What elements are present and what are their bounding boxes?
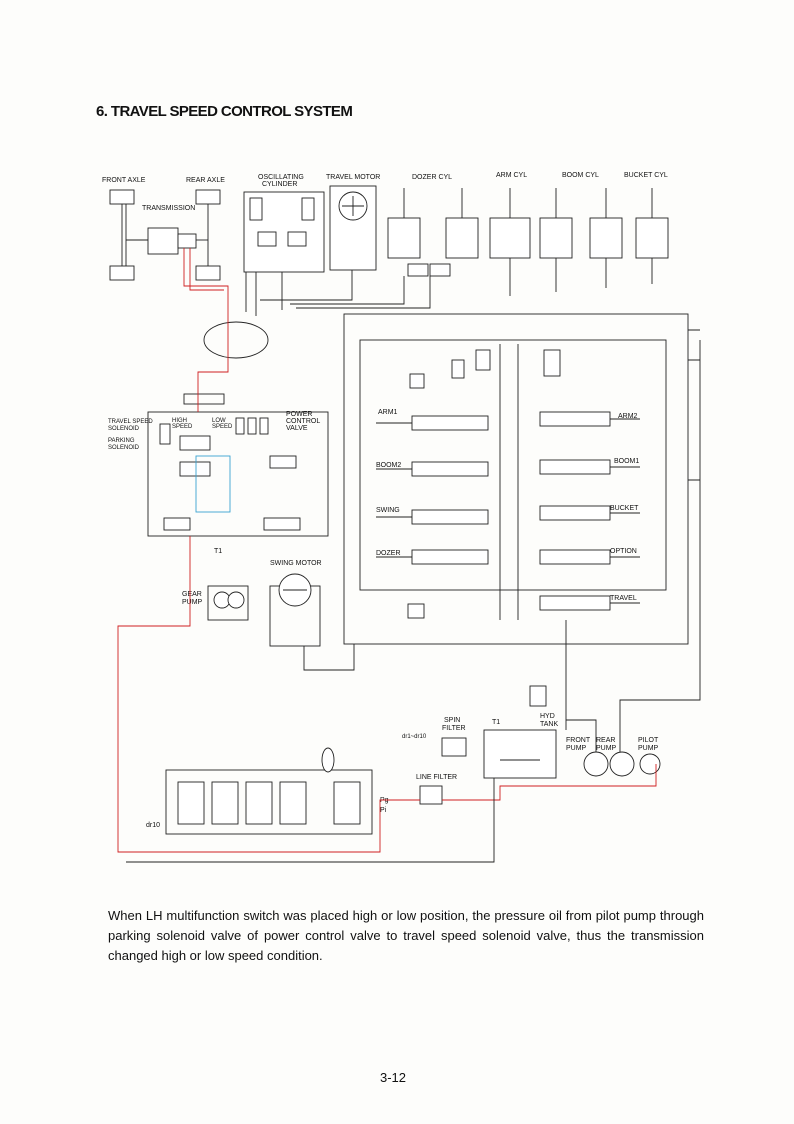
label-control: CONTROL [286, 418, 320, 425]
label-parking-solenoid: SOLENOID [108, 445, 140, 451]
label-arm-cyl: ARM CYL [496, 172, 527, 179]
label-swing-motor: SWING MOTOR [270, 560, 322, 567]
label-power: POWER [286, 411, 312, 418]
label-dozer: DOZER [376, 550, 401, 557]
remote-control-valve-block [165, 747, 373, 835]
label-travel-speed-solenoid: SOLENOID [108, 426, 140, 432]
pilot-pressure-lines [117, 248, 657, 853]
label-low: LOW [212, 418, 226, 424]
boom-cylinders [539, 188, 623, 259]
label-high: HIGH [172, 418, 187, 424]
label-line-filter: LINE FILTER [416, 774, 457, 781]
label-rear: REAR [596, 737, 615, 744]
label-arm1: ARM1 [378, 409, 398, 416]
label-high-speed: SPEED [172, 424, 193, 430]
return-lines [126, 340, 701, 863]
hose-bundle [203, 258, 653, 359]
label-travel-motor: TRAVEL MOTOR [326, 174, 380, 181]
swing-motor [269, 573, 321, 647]
label-gear-pump: PUMP [182, 599, 203, 606]
label-pilot: PILOT [638, 737, 659, 744]
line-filter [419, 785, 443, 805]
oscillating-cylinder [243, 191, 325, 273]
label-dr10: dr10 [146, 822, 160, 829]
main-control-valve [343, 313, 700, 645]
label-spin: SPIN [444, 717, 460, 724]
dozer-cylinders [387, 188, 479, 277]
label-bucket-cyl: BUCKET CYL [624, 172, 668, 179]
label-travel: TRAVEL [610, 595, 637, 602]
label-gear: GEAR [182, 591, 202, 598]
pumps [583, 751, 661, 777]
label-pg: Pg [380, 797, 389, 804]
label-pilot-pump: PUMP [638, 745, 659, 752]
label-boom-cyl: BOOM CYL [562, 172, 599, 179]
label-hyd: HYD [540, 713, 555, 720]
label-valve: VALVE [286, 425, 308, 432]
label-dr1-dr10: dr1~dr10 [402, 734, 427, 740]
label-front: FRONT [566, 737, 591, 744]
label-option: OPTION [610, 548, 637, 555]
label-spin-filter: FILTER [442, 725, 466, 732]
page-title: 6. TRAVEL SPEED CONTROL SYSTEM [96, 103, 353, 120]
travel-motor [329, 185, 377, 271]
label-boom2: BOOM2 [376, 462, 401, 469]
label-t1-right: T1 [492, 719, 500, 726]
label-parking: PARKING [108, 438, 135, 444]
bucket-cylinder [635, 188, 669, 259]
label-rear-axle: REAR AXLE [186, 177, 225, 184]
label-bucket: BUCKET [610, 505, 639, 512]
label-oscillating: OSCILLATING [258, 174, 304, 181]
page-number: 3-12 [380, 1070, 407, 1085]
label-dozer-cyl: DOZER CYL [412, 174, 452, 181]
label-arm2: ARM2 [618, 413, 638, 420]
label-transmission: TRANSMISSION [142, 205, 195, 212]
label-swing: SWING [376, 507, 400, 514]
label-boom1: BOOM1 [614, 458, 639, 465]
label-front-pump: PUMP [566, 745, 587, 752]
axle-assembly [109, 189, 221, 281]
spin-filter [441, 737, 467, 757]
label-front-axle: FRONT AXLE [102, 177, 146, 184]
caption-paragraph: When LH multifunction switch was placed … [108, 908, 704, 963]
label-travel-speed: TRAVEL SPEED [108, 419, 153, 425]
label-pi: Pi [380, 807, 387, 814]
hydraulic-tank [483, 685, 557, 779]
power-control-valve [147, 393, 329, 537]
label-hyd-tank: TANK [540, 721, 558, 728]
label-rear-pump: PUMP [596, 745, 617, 752]
label-low-speed: SPEED [212, 424, 233, 430]
arm-cylinder [489, 188, 531, 259]
label-t1-left: T1 [214, 548, 222, 555]
gear-pump [207, 585, 249, 621]
label-cylinder: CYLINDER [262, 181, 297, 188]
